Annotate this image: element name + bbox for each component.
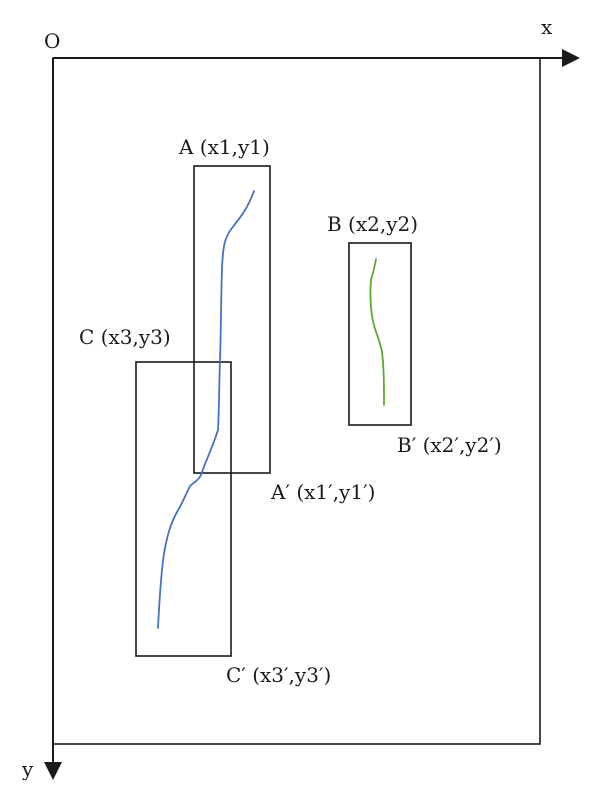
- region-c-bottom-label: C′ (x3′,y3′): [226, 663, 331, 687]
- origin-label: O: [44, 29, 60, 53]
- region-b-box: [348, 242, 412, 426]
- region-a-top-label: A (x1,y1): [178, 135, 270, 159]
- region-b-top-label: B (x2,y2): [327, 212, 418, 236]
- x-axis-arrow: [562, 49, 580, 67]
- y-axis-label: y: [21, 757, 34, 781]
- region-a-bottom-label: A′ (x1′,y1′): [270, 480, 375, 504]
- blue-curve: [157, 190, 255, 629]
- region-c-top-label: C (x3,y3): [79, 325, 171, 349]
- region-c-box: [135, 361, 232, 657]
- image-frame: [52, 57, 541, 745]
- x-axis-label: x: [541, 15, 553, 39]
- y-axis-arrow: [44, 762, 62, 780]
- region-b-bottom-label: B′ (x2′,y2′): [397, 433, 502, 457]
- green-curve: [369, 258, 385, 406]
- region-a-box: [193, 165, 271, 474]
